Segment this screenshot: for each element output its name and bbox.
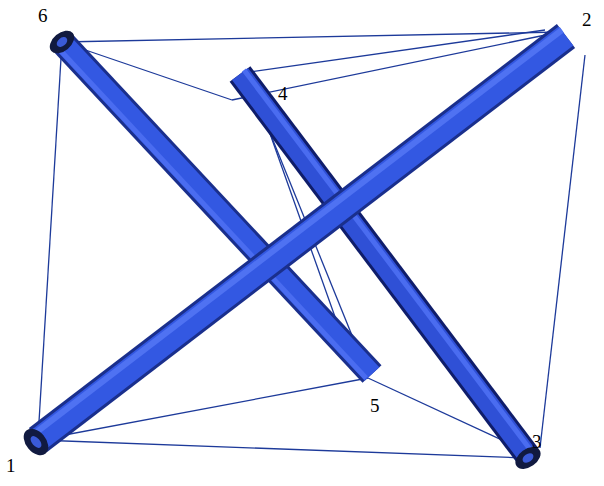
callout-number: 4 [278, 84, 288, 103]
cables [38, 30, 585, 458]
callout-number: 2 [582, 10, 592, 29]
callout-number: 6 [38, 6, 48, 25]
strut-1-2 [19, 30, 566, 460]
callout-number: 1 [6, 456, 16, 475]
callout-number: 5 [370, 396, 380, 415]
callout-number: 3 [532, 432, 542, 451]
strut-4-3 [240, 70, 545, 473]
